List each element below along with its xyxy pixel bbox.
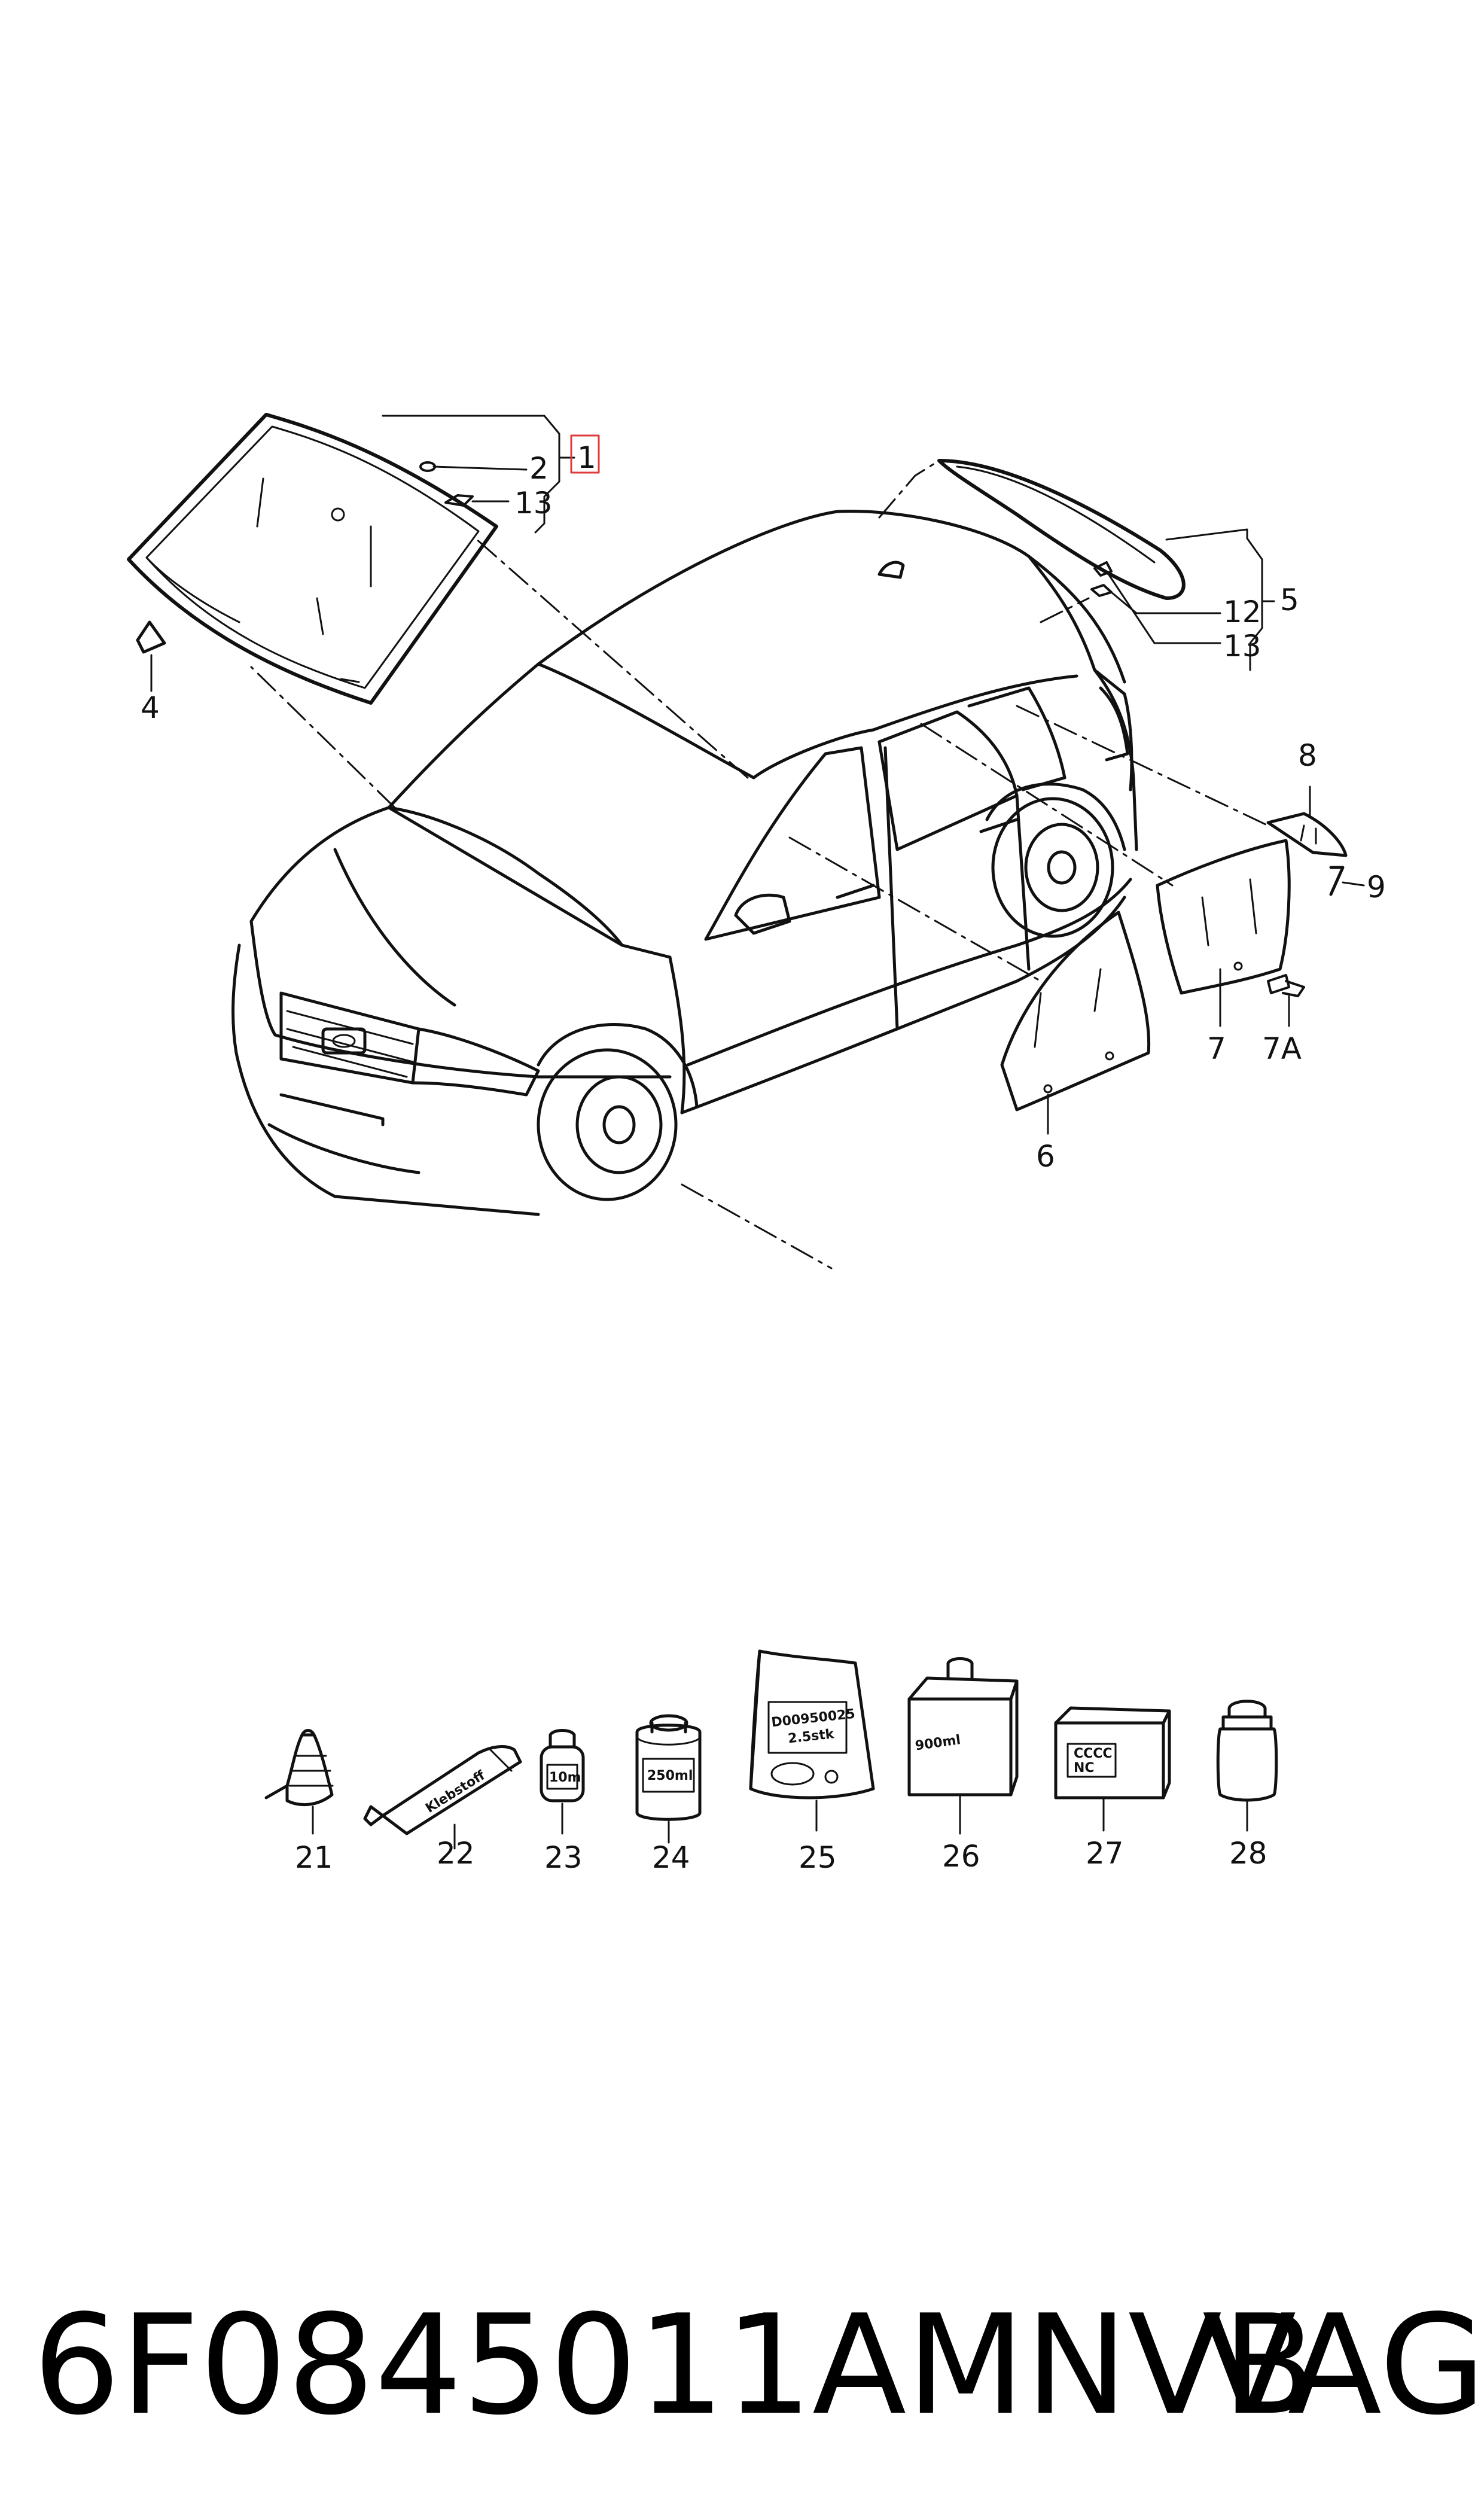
callout-24: 24: [652, 1840, 690, 1875]
callout-brackets: [150, 415, 1365, 1135]
car-side: [752, 674, 1078, 780]
label-tube: Klebstoff: [423, 1768, 488, 1816]
callout-2: 2: [529, 451, 548, 486]
callout-7: 7: [1207, 1031, 1226, 1066]
car-antenna: [877, 561, 905, 579]
callout-26: 26: [942, 1839, 980, 1874]
door-glass-part-6: [1000, 911, 1151, 1112]
label-box: 900ml: [914, 1733, 961, 1753]
car-hood: [249, 806, 672, 959]
label-can: 250ml: [647, 1768, 693, 1783]
car-front-door-window: [704, 746, 881, 941]
callout-6: 6: [1036, 1139, 1055, 1174]
callout-13a: 13: [514, 486, 553, 520]
car-illustration: [231, 509, 1138, 1216]
callout-27: 27: [1086, 1836, 1124, 1871]
label-kit-line1: CCCC: [1074, 1746, 1113, 1761]
item-26-box: [907, 1657, 1019, 1835]
callout-4: 4: [141, 690, 160, 725]
label-small-bottle: 10ml: [549, 1770, 586, 1785]
clip-part-12: [1090, 584, 1113, 597]
leader-lines: [250, 459, 1269, 1269]
item-21-applicator: [264, 1729, 334, 1835]
windshield-part: [127, 413, 498, 705]
rear-wheel: [985, 783, 1126, 938]
item-25-bag: [749, 1649, 875, 1832]
sensor-pad-part: [136, 620, 166, 654]
seal-part-9: [1329, 866, 1345, 896]
door-glass-part-7: [1156, 839, 1291, 995]
pad-part-13a: [444, 494, 474, 507]
front-wheel: [537, 1023, 699, 1201]
label-bag-line1: D00950025: [770, 1707, 856, 1731]
car-rear-door-window: [877, 710, 1019, 851]
item-24-can: [635, 1714, 702, 1844]
callout-labels: 1 2 13 4 5 12 13 8 9 7 7A 6: [141, 440, 1386, 1174]
callout-8: 8: [1298, 738, 1317, 773]
callout-22: 22: [437, 1836, 475, 1871]
pad-part-13b: [1093, 561, 1113, 577]
callout-7a: 7A: [1262, 1031, 1302, 1066]
clip-part-2: [419, 461, 436, 472]
label-bag-line2: 2.5stk: [787, 1727, 836, 1746]
callout-28: 28: [1229, 1836, 1267, 1871]
car-mirror: [734, 893, 791, 935]
brand-label: VAG: [1202, 2286, 1484, 2446]
item-22-tube: [363, 1745, 522, 1850]
callout-5: 5: [1280, 583, 1299, 617]
car-roof: [537, 509, 1126, 684]
car-windshield-frame: [387, 662, 755, 809]
car-grille: [279, 991, 420, 1085]
callout-1: 1: [577, 440, 596, 475]
label-kit-line2: NC: [1074, 1761, 1095, 1776]
callout-9: 9: [1367, 870, 1386, 905]
callout-23: 23: [544, 1840, 583, 1875]
callout-25: 25: [799, 1840, 837, 1875]
highlight-box: [570, 434, 600, 474]
rear-window-part: [937, 459, 1186, 600]
bolt-part-7a: [1267, 974, 1305, 997]
callout-13b: 13: [1223, 629, 1261, 663]
item-28-jar: [1216, 1700, 1278, 1832]
car-front: [231, 943, 540, 1216]
item-23-small-bottle: [540, 1729, 585, 1835]
part-number: 6F0845011AMNVB: [33, 2286, 1317, 2446]
callout-12: 12: [1223, 595, 1261, 629]
car-rear-window: [1027, 555, 1126, 696]
fixed-glass-part-8: [1266, 812, 1348, 857]
consumables-row: Klebstoff 10ml 250ml D00950025 2.5stk 90…: [264, 1649, 1278, 1875]
callout-21: 21: [295, 1840, 333, 1875]
item-27-kit-box: [1054, 1706, 1171, 1832]
